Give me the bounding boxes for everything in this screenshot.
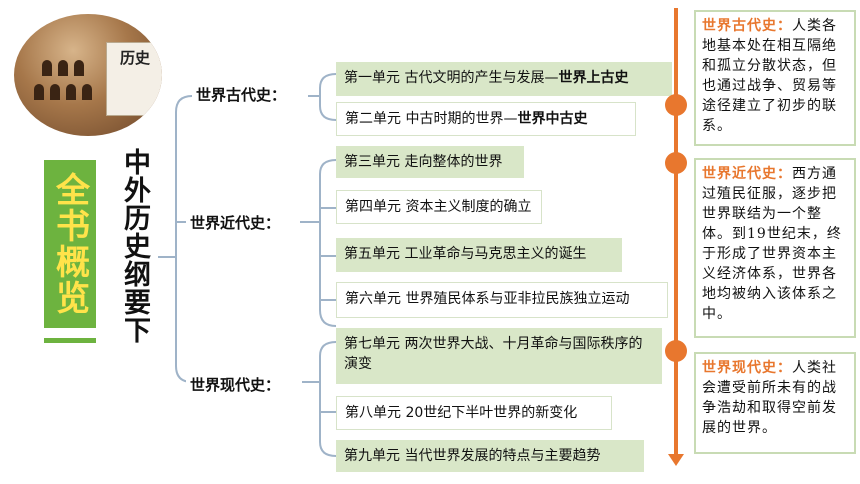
unit-1: 第一单元 古代文明的产生与发展—世界上古史 bbox=[336, 62, 672, 96]
main-bracket bbox=[175, 95, 193, 383]
unit-7: 第七单元 两次世界大战、十月革命与国际秩序的演变 bbox=[336, 328, 662, 384]
desc-modern: 世界近代史：西方通过殖民征服，逐步把世界联结为一个整体。到19世纪末，终于形成了… bbox=[694, 158, 856, 338]
era-bracket-contemporary bbox=[319, 341, 337, 457]
unit-2-text: 第二单元 中古时期的世界— bbox=[345, 111, 518, 127]
unit-9: 第九单元 当代世界发展的特点与主要趋势 bbox=[336, 440, 644, 472]
unit-1-text: 第一单元 古代文明的产生与发展— bbox=[344, 70, 559, 86]
unit-5: 第五单元 工业革命与马克思主义的诞生 bbox=[336, 238, 622, 272]
unit-8: 第八单元 20世纪下半叶世界的新变化 bbox=[336, 396, 612, 430]
timeline-dot-icon bbox=[665, 340, 687, 362]
desc-ancient-heading: 世界古代史： bbox=[702, 18, 792, 34]
timeline-line bbox=[674, 8, 678, 460]
unit-9-text: 第九单元 当代世界发展的特点与主要趋势 bbox=[344, 448, 601, 464]
desc-ancient: 世界古代史：人类各地基本处在相互隔绝和孤立分散状态，但也通过战争、贸易等途径建立… bbox=[694, 10, 856, 146]
unit-1-bold: 世界上古史 bbox=[558, 70, 629, 86]
timeline-dot-icon bbox=[665, 152, 687, 174]
desc-ancient-body: 人类各地基本处在相互隔绝和孤立分散状态，但也通过战争、贸易等途径建立了初步的联系… bbox=[702, 18, 837, 134]
badge-underline bbox=[44, 338, 96, 343]
timeline-dot-icon bbox=[665, 94, 687, 116]
unit-8-text: 第八单元 20世纪下半叶世界的新变化 bbox=[345, 405, 578, 421]
timeline-arrow-icon bbox=[668, 454, 684, 466]
colosseum-arch bbox=[50, 84, 60, 100]
colosseum-arch bbox=[42, 60, 52, 76]
unit-6-text: 第六单元 世界殖民体系与亚非拉民族独立运动 bbox=[345, 291, 630, 307]
desc-modern-heading: 世界近代史： bbox=[702, 166, 792, 182]
main-title: 中外历史纲要下 bbox=[119, 148, 150, 344]
colosseum-arch bbox=[82, 84, 92, 100]
era-label-modern: 世界近代史： bbox=[186, 210, 285, 235]
book-title: 历史 bbox=[119, 49, 150, 67]
unit-3: 第三单元 走向整体的世界 bbox=[336, 146, 524, 178]
colosseum-arch bbox=[66, 84, 76, 100]
unit-4-text: 第四单元 资本主义制度的确立 bbox=[345, 199, 532, 215]
overview-badge: 全书概览 bbox=[44, 160, 96, 328]
colosseum-arch bbox=[34, 84, 44, 100]
unit-6: 第六单元 世界殖民体系与亚非拉民族独立运动 bbox=[336, 282, 668, 318]
desc-contemporary-heading: 世界现代史： bbox=[702, 360, 792, 376]
unit-2: 第二单元 中古时期的世界—世界中古史 bbox=[336, 102, 636, 136]
unit-5-text: 第五单元 工业革命与马克思主义的诞生 bbox=[344, 246, 587, 262]
overview-badge-text: 全书概览 bbox=[49, 172, 90, 316]
desc-contemporary-body: 人类社会遭受前所未有的战争浩劫和取得空前发展的世界。 bbox=[702, 360, 837, 436]
colosseum-arch bbox=[58, 60, 68, 76]
unit-3-text: 第三单元 走向整体的世界 bbox=[344, 154, 503, 170]
unit-4: 第四单元 资本主义制度的确立 bbox=[336, 190, 542, 224]
unit-7-text: 第七单元 两次世界大战、十月革命与国际秩序的演变 bbox=[344, 336, 643, 372]
textbook-cover: 历史 bbox=[106, 42, 162, 116]
unit-2-bold: 世界中古史 bbox=[517, 111, 588, 127]
era-label-ancient: 世界古代史： bbox=[192, 82, 291, 107]
colosseum-arch bbox=[74, 60, 84, 76]
era-label-contemporary: 世界现代史： bbox=[186, 372, 285, 397]
desc-modern-body: 西方通过殖民征服，逐步把世界联结为一个整体。到19世纪末，终于形成了世界资本主义… bbox=[702, 166, 842, 322]
cover-illustration: 历史 bbox=[14, 14, 162, 136]
era-bracket-modern bbox=[319, 159, 337, 327]
era-bracket-ancient bbox=[319, 73, 337, 121]
desc-contemporary: 世界现代史：人类社会遭受前所未有的战争浩劫和取得空前发展的世界。 bbox=[694, 352, 856, 454]
